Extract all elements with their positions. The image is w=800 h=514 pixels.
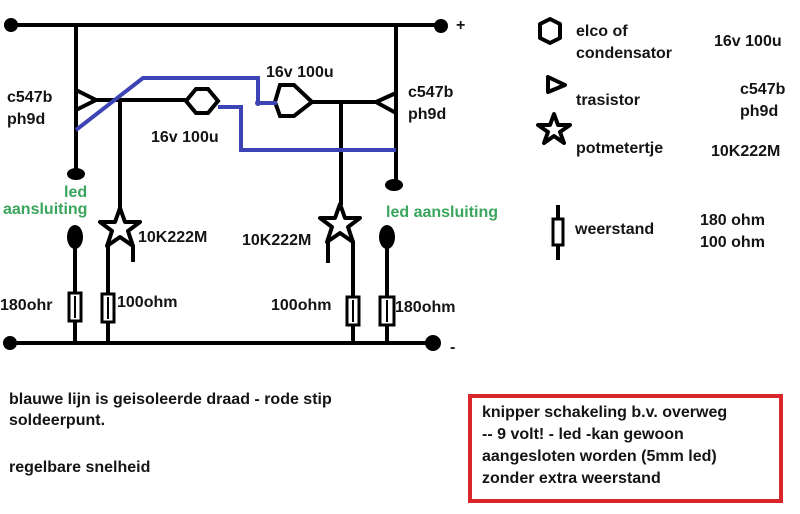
insulated-wire-2 [218,105,396,152]
right-led-label: led aansluiting [386,204,499,221]
legend-capacitor-label-1: elco of [576,23,628,40]
legend-resistor-value-2: 100 ohm [700,234,765,251]
resistor-3-label: 100ohm [271,297,332,314]
plus-terminal-label: + [456,17,466,34]
left-capacitor-label: 16v 100u [151,129,219,146]
right-capacitor-symbol [272,83,316,118]
boxed-note-line-4: zonder extra weerstand [482,470,661,487]
legend-pot-value: 10K222M [711,143,781,160]
right-led-terminal-top [385,179,403,191]
right-led-terminal-bottom [379,225,395,249]
left-transistor-code: ph9d [7,111,46,128]
right-pot-label: 10K222M [242,232,312,249]
left-transistor-type: c547b [7,89,53,106]
star-icon [536,112,572,145]
hexagon-icon [538,17,562,45]
left-capacitor-symbol [183,87,221,115]
right-transistor-type: c547b [408,84,454,101]
left-pot-label: 10K222M [138,229,208,246]
legend-capacitor-label-2: condensator [576,45,673,62]
legend-capacitor-value: 16v 100u [714,33,782,50]
boxed-note-line-1: knipper schakeling b.v. overweg [482,404,728,421]
left-pot-symbol [98,206,142,248]
left-top-node [4,18,18,32]
right-transistor-code: ph9d [408,106,447,123]
note-line-2: soldeerpunt. [9,412,106,429]
boxed-note-line-2: -- 9 volt! - led -kan gewoon [482,426,684,443]
legend-resistor-label: weerstand [575,221,655,238]
left-led-terminal-top [67,168,85,180]
note-line-1: blauwe lijn is geisoleerde draad - rode … [9,391,332,408]
note-line-3: regelbare snelheid [9,459,151,476]
boxed-note-line-3: aangesloten worden (5mm led) [482,448,717,465]
negative-terminal[interactable] [425,335,441,351]
right-pot-symbol [318,202,362,244]
triangle-icon [546,75,567,94]
positive-terminal[interactable] [434,19,448,33]
resistor-4-label: 180ohm [395,299,456,316]
resistor-icon [551,217,565,247]
left-transistor-symbol [74,88,98,112]
right-transistor-symbol [374,91,398,115]
resistor-1-label: 180ohr [0,297,53,314]
resistor-2-label: 100ohm [117,294,178,311]
minus-terminal-label: - [450,339,456,356]
insulated-wire-joint [255,100,261,106]
legend-resistor-value-1: 180 ohm [700,212,765,229]
legend-pot-label: potmetertje [576,140,664,157]
right-capacitor-label: 16v 100u [266,64,334,81]
insulated-wire-1 [74,76,277,132]
left-led-terminal-bottom [67,225,83,249]
legend-transistor-value-1: c547b [740,81,786,98]
left-bottom-node [3,336,17,350]
boxed-note: knipper schakeling b.v. overweg -- 9 vol… [468,394,783,503]
legend-transistor-value-2: ph9d [740,103,779,120]
legend-transistor-label: trasistor [576,92,641,109]
left-led-label-line1: led [64,184,88,201]
left-led-label-line2: aansluiting [3,201,88,218]
